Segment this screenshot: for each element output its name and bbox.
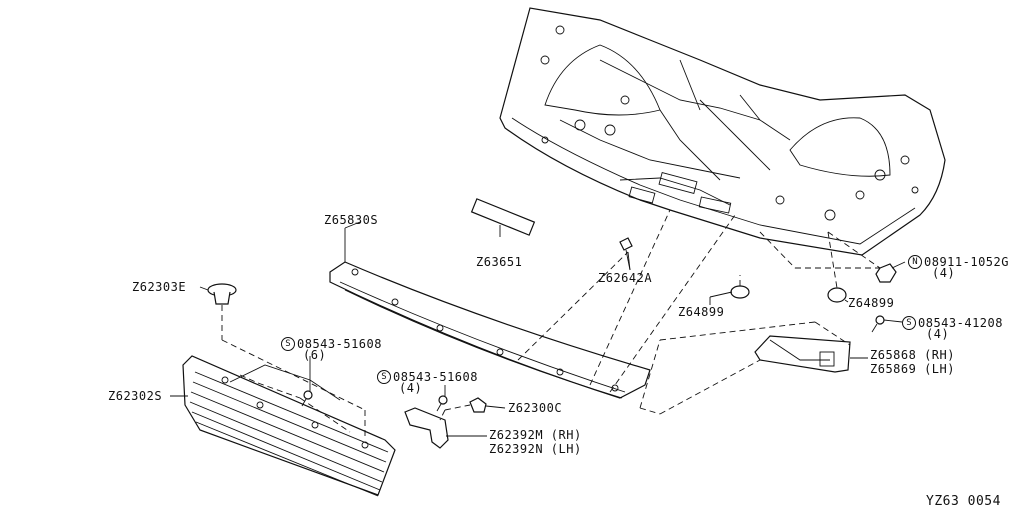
z62302s-grille — [182, 355, 396, 497]
part-label-s08543-51608-b: 08543-51608 — [393, 371, 478, 383]
part-code: Z62300C — [508, 401, 563, 415]
z62300c-clip — [469, 397, 487, 413]
z64899-plug-b — [827, 287, 847, 303]
part-code: Z65868 (RH) — [870, 348, 955, 362]
part-code: Z62392N (LH) — [489, 442, 582, 456]
front-body-panel — [499, 7, 946, 256]
part-label-z63651: Z63651 — [476, 256, 522, 268]
part-code: 08543-51608 — [297, 337, 382, 351]
part-label-s08543-41208: 08543-41208 — [918, 317, 1003, 329]
z64899-plug-a — [730, 285, 750, 299]
s-prefix-badge: S — [902, 316, 916, 330]
z62392-bracket — [404, 407, 449, 449]
part-label-z62300c: Z62300C — [508, 402, 562, 414]
part-code: Z62392M (RH) — [489, 428, 582, 442]
z65830s-molding — [329, 261, 651, 399]
s08543-41208-screw — [871, 315, 885, 333]
n08911-nut — [875, 263, 897, 283]
part-code: 08543-51608 — [393, 370, 478, 384]
part-qty: (4) — [399, 381, 423, 395]
part-label-z64899-b: Z64899 — [848, 297, 894, 309]
part-label-z65830s: Z65830S — [324, 214, 378, 226]
part-qty-s08543-51608-a: (6) — [303, 349, 326, 361]
part-code: Z63651 — [476, 255, 523, 269]
part-label-z62392m: Z62392M (RH) — [489, 429, 582, 441]
part-label-z62302s: Z62302S — [108, 390, 162, 402]
part-code: Z64899 — [678, 305, 725, 319]
part-label-z62392n: Z62392N (LH) — [489, 443, 582, 455]
part-qty-n08911: (4) — [932, 267, 955, 279]
part-code: Z64899 — [848, 296, 895, 310]
part-qty: (4) — [926, 327, 950, 341]
part-label-z62642a: Z62642A — [598, 272, 652, 284]
part-code: Z65830S — [324, 213, 379, 227]
n-prefix-badge: N — [908, 255, 922, 269]
assembly-dash-lines — [221, 209, 881, 440]
part-qty: (4) — [932, 266, 956, 280]
part-code: 08911-1052G — [924, 255, 1009, 269]
part-qty-s08543-51608-b: (4) — [399, 382, 422, 394]
part-label-n08911: 08911-1052G — [924, 256, 1009, 268]
part-code: Z62642A — [598, 271, 653, 285]
part-label-z62303e: Z62303E — [132, 281, 186, 293]
part-qty-s08543-41208: (4) — [926, 328, 949, 340]
part-code: Z62303E — [132, 280, 187, 294]
part-code: Z65869 (LH) — [870, 362, 955, 376]
s-prefix-badge: S — [377, 370, 391, 384]
s-prefix-badge: S — [281, 337, 295, 351]
part-code: 08543-41208 — [918, 316, 1003, 330]
part-code: Z62302S — [108, 389, 163, 403]
diagram-id: YZ63 0054 — [926, 494, 1001, 509]
part-qty: (6) — [303, 348, 327, 362]
part-label-z65868: Z65868 (RH) — [870, 349, 955, 361]
part-label-z65869: Z65869 (LH) — [870, 363, 955, 375]
part-label-s08543-51608-a: 08543-51608 — [297, 338, 382, 350]
s08543-51608-screw-a — [301, 390, 313, 407]
z65868-bracket — [754, 335, 851, 373]
part-label-z64899-a: Z64899 — [678, 306, 724, 318]
s08543-51608-screw-b — [436, 395, 448, 412]
z62303e-clip — [207, 283, 237, 305]
leader-lines — [170, 221, 906, 437]
z63651-plate — [470, 198, 536, 236]
